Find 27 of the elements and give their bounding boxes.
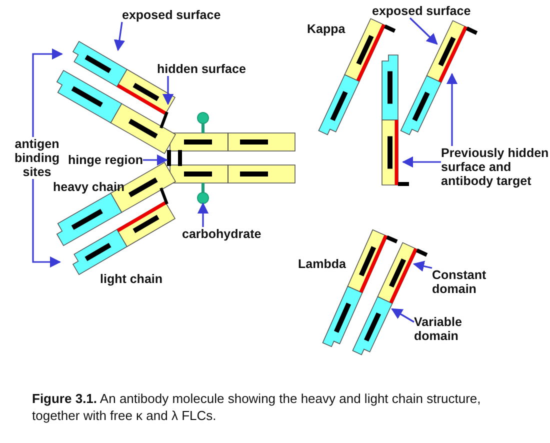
chain-label: light chain: [100, 272, 162, 286]
leader-line: [143, 154, 168, 166]
annotation-label: hinge region: [68, 153, 143, 167]
hinge-bond: [167, 150, 182, 166]
chain-label: heavy chain: [53, 180, 125, 194]
annotation-label: Variable domain: [414, 315, 484, 343]
chain-label: Kappa: [307, 22, 346, 36]
annotation-label: hidden surface: [157, 62, 246, 76]
leader-line: [32, 179, 62, 268]
leader-line: [114, 22, 125, 52]
leader-line: [162, 76, 174, 106]
leader-line: [412, 260, 432, 272]
carbohydrate-icon: [197, 183, 209, 204]
annotation-label: exposed surface: [372, 4, 471, 18]
leader-line: [446, 72, 458, 146]
annotation-label: Constant domain: [432, 268, 512, 296]
annotation-label: Previously hidden surface and antibody target: [441, 146, 549, 188]
leader-line: [32, 48, 64, 137]
figure-caption: Figure 3.1. An antibody molecule showing the heavy and light chain structure, together with free κ and λ FLCs.: [32, 390, 482, 424]
annotation-label: exposed surface: [122, 8, 221, 22]
leader-line: [402, 156, 441, 168]
leader-line: [409, 17, 438, 45]
leader-line: [197, 202, 209, 227]
chain-label: Lambda: [298, 257, 346, 271]
annotation-label: carbohydrate: [182, 227, 262, 241]
leader-line: [391, 308, 414, 323]
carbohydrate-icon: [197, 112, 209, 133]
